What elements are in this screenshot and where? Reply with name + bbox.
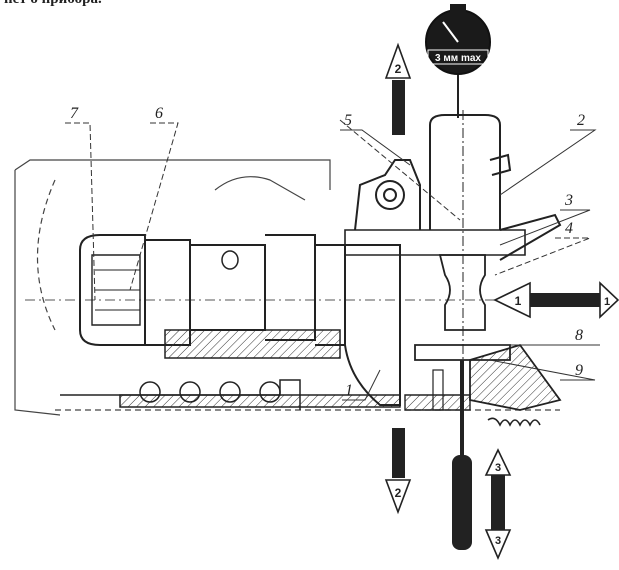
motor-body [79, 234, 346, 346]
dial-gauge: 3 мм max [425, 4, 491, 118]
arrow-2-up: 2 [384, 42, 412, 135]
screwdriver [452, 360, 472, 550]
arrow-2-down-label: 2 [395, 486, 402, 500]
callout-2: 2 [577, 112, 585, 129]
callout-9: 9 [575, 362, 583, 379]
gauge-scale-label: 3 мм max [435, 53, 481, 64]
leader-lines [65, 119, 600, 401]
arrow-3-up-label: 3 [495, 462, 501, 474]
arrow-1-left-label: 1 [515, 294, 522, 308]
callout-6: 6 [155, 105, 163, 122]
callout-8: 8 [575, 327, 583, 344]
bottom-rail [60, 379, 401, 410]
lower-right-block [404, 343, 562, 427]
arrow-1-right-label: 1 [604, 296, 610, 308]
arrow-2-up-label: 2 [395, 62, 402, 76]
arrow-3-down-label: 3 [495, 535, 501, 547]
caption-text: нет о прибора. [4, 0, 102, 8]
housing-outline [14, 159, 600, 416]
arrow-2-down: 2 [384, 428, 412, 515]
hatched-section-lower [164, 329, 341, 359]
callout-7: 7 [70, 105, 79, 122]
callout-4: 4 [565, 220, 573, 237]
central-body [344, 114, 562, 406]
arrow-1-double: 1 1 [493, 281, 619, 319]
arrow-3-double: 3 3 [484, 448, 512, 561]
callout-1: 1 [345, 382, 353, 399]
callout-numbers: 7 6 5 2 3 4 8 9 1 [70, 105, 585, 399]
callout-3: 3 [564, 192, 573, 209]
callout-5: 5 [344, 112, 352, 129]
